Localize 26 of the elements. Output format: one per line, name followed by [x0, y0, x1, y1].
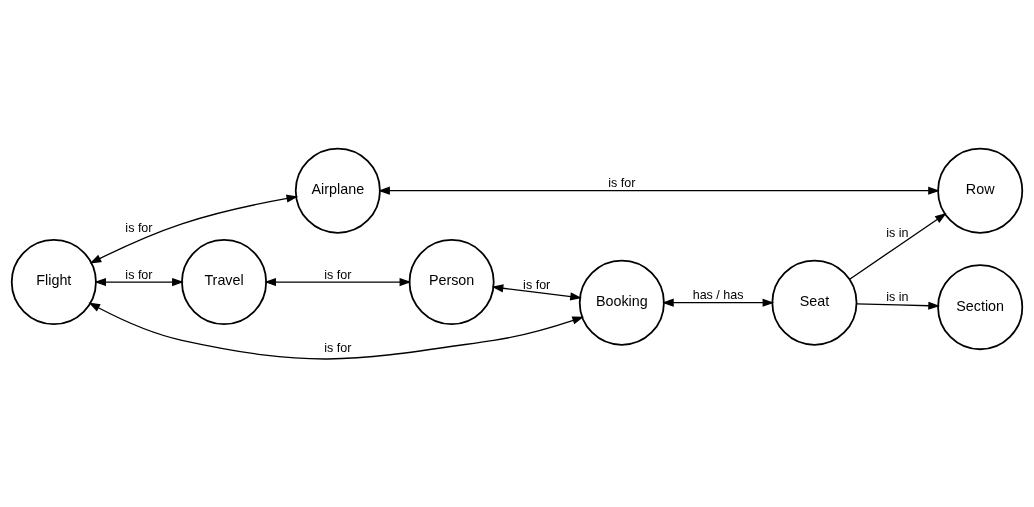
node-circle: Row — [937, 147, 1024, 234]
edge-label: is for — [125, 220, 153, 235]
arrow — [378, 186, 940, 195]
arrow — [88, 301, 584, 360]
edge-label: is in — [886, 289, 909, 304]
node-circle: Booking — [578, 259, 665, 346]
node-circle: Flight — [10, 238, 97, 325]
arrow — [264, 277, 412, 286]
node-circle: Person — [408, 238, 495, 325]
node-circle: Section — [937, 263, 1024, 350]
arrow — [94, 277, 184, 286]
node-circle: Airplane — [294, 147, 381, 234]
node-circle: Seat — [771, 259, 858, 346]
arrow — [849, 212, 947, 280]
edge-label: has / has — [692, 287, 744, 302]
arrow — [856, 301, 940, 310]
arrow — [662, 298, 775, 307]
edge-label: is for — [125, 267, 153, 282]
arrow — [89, 194, 299, 264]
edge-label: is for — [324, 267, 352, 282]
edge-label: is for — [523, 277, 551, 292]
arrow — [491, 283, 582, 301]
edge-label: is for — [608, 175, 636, 190]
edge-label: is in — [886, 225, 909, 240]
edge-label: is for — [324, 340, 352, 355]
node-circle: Travel — [181, 238, 268, 325]
